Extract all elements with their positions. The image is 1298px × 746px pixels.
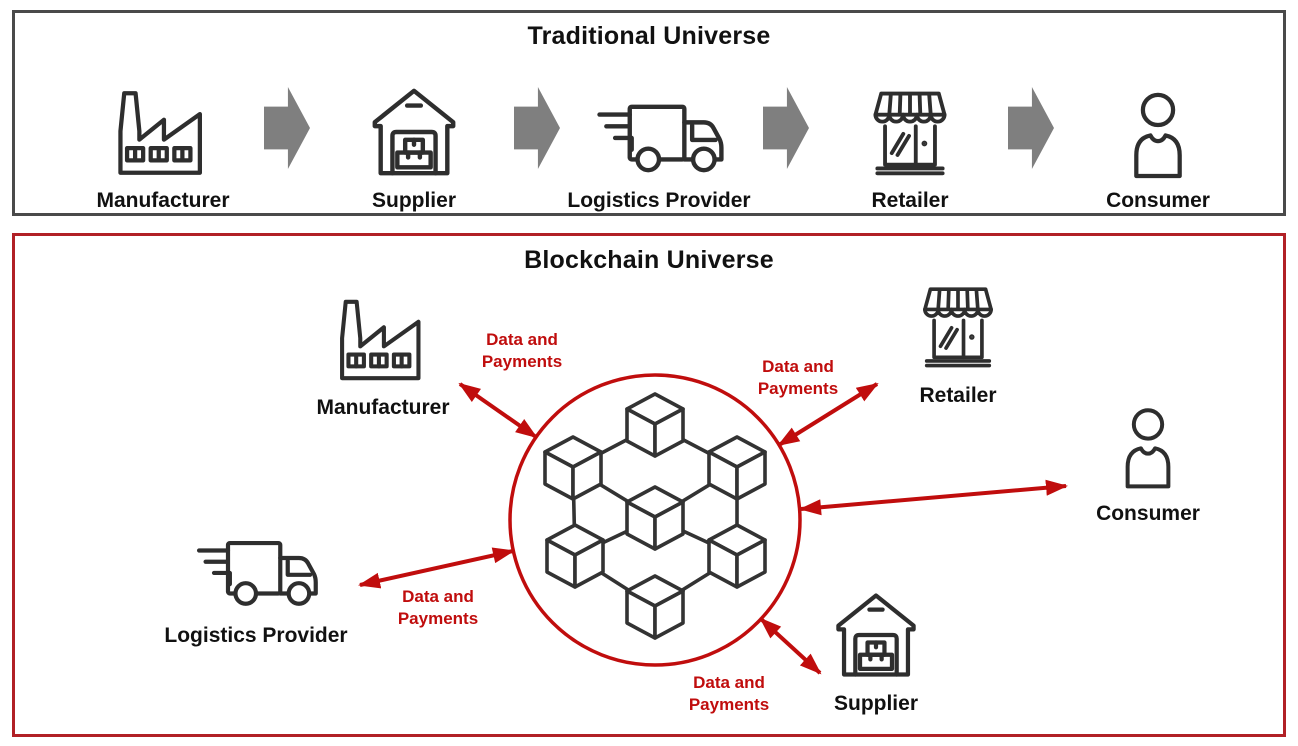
factory-icon [118, 91, 202, 175]
truck-icon [597, 104, 724, 173]
blockchain-node-supplier: Supplier [776, 588, 976, 716]
cube-icon [625, 574, 685, 640]
node-label: Supplier [371, 189, 456, 212]
arrow-network-supplier [759, 617, 822, 675]
warehouse-icon [372, 88, 456, 176]
truck-icon [196, 540, 318, 606]
connection-label-manufacturer: Data and Payments [481, 330, 563, 371]
arrow-manufacturer-network [458, 382, 538, 439]
node-label: Logistics Provider [567, 189, 751, 212]
traditional-node-logistics-provider: Logistics Provider [559, 63, 759, 213]
blockchain-node-retailer: Retailer [858, 278, 1058, 408]
blockchain-universe-title: Blockchain Universe [524, 246, 774, 274]
traditional-node-manufacturer: Manufacturer [63, 63, 263, 213]
blockchain-cubes-icon [543, 392, 767, 640]
node-label: Consumer [1096, 502, 1200, 525]
blockchain-network-overlay [358, 373, 1068, 675]
cube-icon [625, 485, 685, 551]
node-label: Consumer [1106, 189, 1210, 212]
node-label: Retailer [919, 384, 997, 407]
flow-arrow-icon [514, 87, 560, 169]
person-icon [1134, 92, 1182, 179]
storefront-icon [923, 287, 993, 368]
traditional-universe-panel: Traditional Universe Manufacturer Sup [12, 10, 1286, 216]
cube-icon [707, 435, 767, 501]
traditional-node-consumer: Consumer [1058, 63, 1258, 213]
flow-arrow-icon [1008, 87, 1054, 169]
connection-label-logistics: Data and Payments [397, 587, 479, 628]
flow-arrow-icon [763, 87, 809, 169]
cube-icon [707, 523, 767, 589]
arrow-network-retailer [777, 382, 879, 447]
warehouse-icon [836, 593, 916, 677]
arrow-network-consumer [799, 479, 1068, 516]
node-label: Manufacturer [316, 396, 450, 419]
blockchain-node-manufacturer: Manufacturer [283, 294, 483, 420]
flow-arrow-icon [264, 87, 310, 169]
connection-arrows [358, 382, 1068, 675]
traditional-node-supplier: Supplier [314, 63, 514, 213]
blockchain-universe-panel: Blockchain Universe [12, 233, 1286, 737]
connection-label-supplier: Data and Payments [688, 673, 770, 714]
person-icon [1125, 408, 1171, 489]
node-label: Logistics Provider [164, 624, 348, 647]
node-label: Manufacturer [96, 189, 230, 212]
node-label: Retailer [871, 189, 949, 212]
factory-icon [340, 299, 421, 381]
cube-icon [543, 435, 603, 501]
node-label: Supplier [833, 692, 918, 715]
blockchain-node-logistics-provider: Logistics Provider [156, 530, 356, 648]
arrow-network-logistics [358, 547, 515, 589]
cube-icon [545, 523, 605, 589]
connection-label-retailer: Data and Payments [757, 357, 839, 398]
traditional-universe-title: Traditional Universe [527, 22, 771, 50]
cube-icon [625, 392, 685, 458]
traditional-node-retailer: Retailer [810, 63, 1010, 213]
storefront-icon [873, 91, 947, 176]
blockchain-node-consumer: Consumer [1048, 402, 1248, 526]
